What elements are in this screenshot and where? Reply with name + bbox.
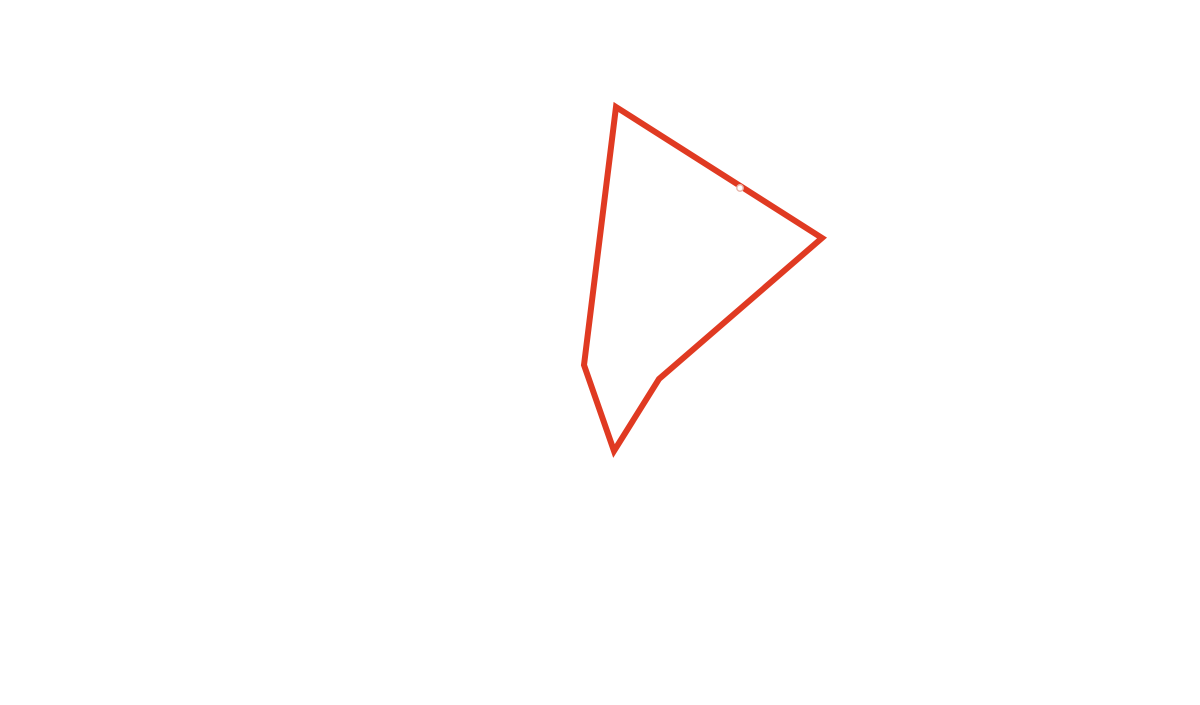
red-polygon-outline[interactable] (580, 101, 828, 458)
edge-handle[interactable] (736, 184, 744, 192)
